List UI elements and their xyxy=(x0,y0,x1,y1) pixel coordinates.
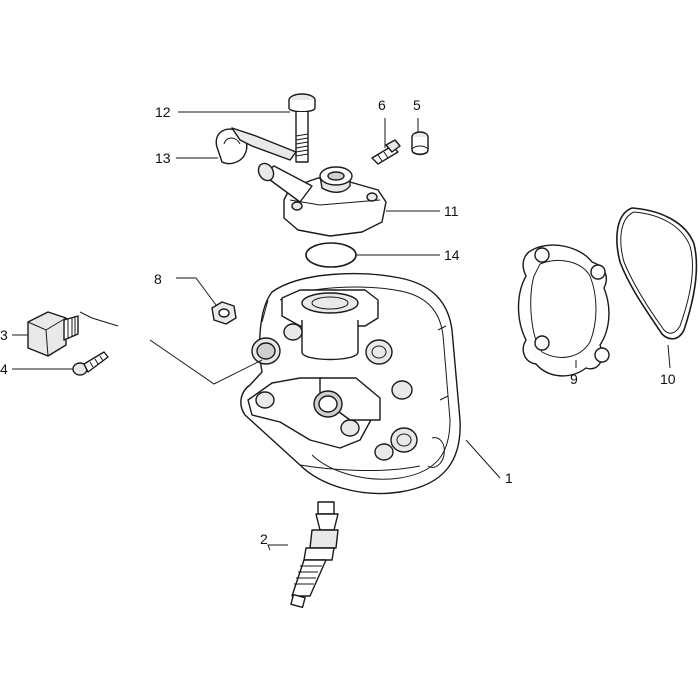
part-plug[interactable] xyxy=(27,311,79,357)
callout-9[interactable]: 9 xyxy=(570,371,578,387)
part-o-ring[interactable] xyxy=(305,242,357,268)
part-screw[interactable] xyxy=(72,351,109,376)
part-spark-plug[interactable] xyxy=(290,501,339,609)
part-hose-clip[interactable] xyxy=(215,127,297,165)
callout-labels: 1 2 3 4 5 6 8 9 10 11 12 13 14 xyxy=(0,97,676,547)
callout-3[interactable]: 3 xyxy=(0,327,8,343)
callout-11[interactable]: 11 xyxy=(444,203,459,219)
part-bolt[interactable] xyxy=(288,93,316,163)
part-gasket[interactable] xyxy=(517,244,610,377)
part-water-outlet[interactable] xyxy=(255,161,387,237)
part-o-ring-gasket[interactable] xyxy=(616,207,698,340)
callout-2[interactable]: 2 xyxy=(260,531,268,547)
callout-10[interactable]: 10 xyxy=(660,371,676,387)
part-nut[interactable] xyxy=(211,301,237,325)
part-cap[interactable] xyxy=(411,131,429,156)
part-bleed-valve[interactable] xyxy=(371,139,401,165)
callout-1[interactable]: 1 xyxy=(505,470,513,486)
callout-14[interactable]: 14 xyxy=(444,247,460,263)
callout-5[interactable]: 5 xyxy=(413,97,421,113)
leader-lines xyxy=(12,111,671,551)
callout-12[interactable]: 12 xyxy=(155,104,171,120)
callout-8[interactable]: 8 xyxy=(154,271,162,287)
callout-4[interactable]: 4 xyxy=(0,361,8,377)
callout-6[interactable]: 6 xyxy=(378,97,386,113)
part-cylinder-head[interactable] xyxy=(240,272,461,495)
callout-13[interactable]: 13 xyxy=(155,150,171,166)
